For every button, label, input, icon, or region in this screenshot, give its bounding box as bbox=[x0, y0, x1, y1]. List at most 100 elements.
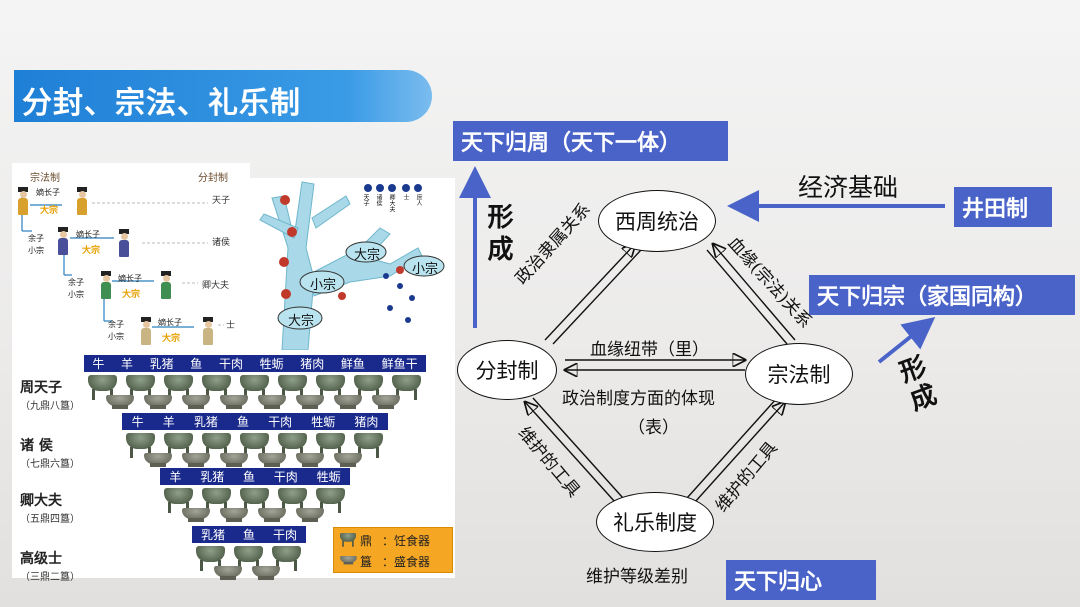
edge-biao: （表） bbox=[628, 418, 679, 438]
food-item: 乳猪 bbox=[200, 528, 225, 542]
node-liyue-label: 礼乐制度 bbox=[613, 511, 697, 535]
food-bar: 牛羊乳猪鱼干肉牲蛎猪肉鲜鱼鲜鱼干 bbox=[84, 355, 426, 372]
rank-sub-label: （七鼎六簋） bbox=[20, 459, 80, 470]
ding-vessel bbox=[240, 375, 269, 401]
title-banner: 分封、宗法、礼乐制 bbox=[14, 70, 432, 122]
ding-vessel bbox=[354, 433, 383, 459]
tree-dazong-label: 大宗 bbox=[288, 314, 315, 329]
food-bar: 牛羊乳猪鱼干肉牲蛎猪肉 bbox=[122, 413, 388, 430]
ding-vessel bbox=[278, 433, 307, 459]
gui-vessel bbox=[144, 395, 172, 409]
page-title: 分封、宗法、礼乐制 bbox=[22, 86, 301, 121]
box-tianxia-guixin: 天下归心 bbox=[726, 560, 876, 600]
tree-drawing bbox=[259, 181, 445, 350]
gui-vessel bbox=[372, 395, 400, 409]
food-item: 鱼 bbox=[190, 357, 203, 371]
box-tianxia-guizhou-text: 天下归周（天下一体） bbox=[461, 131, 682, 156]
person-icon bbox=[76, 187, 88, 215]
dizhangzi-label: 嫡长子 bbox=[158, 318, 182, 327]
ding-vessel bbox=[392, 375, 421, 401]
food-item: 羊 bbox=[162, 415, 175, 429]
gui-vessel bbox=[296, 395, 324, 409]
food-item: 猪肉 bbox=[354, 415, 379, 429]
dazong-label: 大宗 bbox=[162, 334, 181, 344]
ding-vessel bbox=[316, 375, 345, 401]
tree-dazong-label-2: 大宗 bbox=[354, 248, 381, 263]
ding-vessel bbox=[202, 375, 231, 401]
clan-tree-figure: 小宗 大宗 大宗 小宗 天子 诸侯 卿大夫 士 庶人 bbox=[250, 178, 455, 350]
ding-icon bbox=[340, 533, 356, 547]
node-fenfeng-label: 分封制 bbox=[475, 359, 539, 383]
col-fenfeng-label: 分封制 bbox=[198, 173, 228, 184]
gui-vessel bbox=[182, 508, 210, 522]
node-xizhou: 西周统治 bbox=[598, 190, 716, 252]
box-tianxia-guizong: 天下归宗（家国同构） bbox=[809, 275, 1075, 315]
gui-vessel bbox=[334, 395, 362, 409]
person-icon bbox=[160, 271, 172, 299]
gui-vessel bbox=[144, 453, 172, 467]
food-item: 乳猪 bbox=[193, 415, 218, 429]
food-item: 鱼 bbox=[242, 528, 255, 542]
tree-xiaozong-label-2: 小宗 bbox=[412, 262, 439, 277]
food-item: 干肉 bbox=[218, 357, 243, 371]
gui-vessel bbox=[220, 508, 248, 522]
rank-label: 高级士 bbox=[20, 551, 62, 567]
food-item: 干肉 bbox=[272, 528, 297, 542]
gui-icon bbox=[340, 556, 357, 565]
ding-vessel bbox=[278, 375, 307, 401]
food-item: 猪肉 bbox=[300, 357, 325, 371]
ding-vessel bbox=[164, 488, 193, 514]
rank-sub-label: （九鼎八簋） bbox=[20, 401, 80, 412]
food-item: 干肉 bbox=[273, 470, 298, 484]
ding-vessel bbox=[164, 375, 193, 401]
food-item: 牲蛎 bbox=[311, 415, 336, 429]
food-item: 鱼 bbox=[242, 470, 255, 484]
gui-vessel bbox=[252, 566, 280, 580]
node-liyue: 礼乐制度 bbox=[596, 492, 714, 552]
dazong-label: 大宗 bbox=[122, 290, 141, 300]
food-item: 牲蛎 bbox=[316, 470, 341, 484]
edge-rank-diff: 维护等级差别 bbox=[586, 567, 688, 587]
legend-gui-name: 簋 bbox=[360, 555, 373, 569]
rank-qingdafu: 卿大夫 bbox=[202, 281, 230, 291]
rank-sub-label: （三鼎二簋） bbox=[20, 572, 80, 583]
dazong-label: 大宗 bbox=[40, 206, 59, 216]
gui-vessel bbox=[214, 566, 242, 580]
node-zongfa: 宗法制 bbox=[745, 343, 853, 405]
food-item: 鲜鱼 bbox=[340, 357, 365, 371]
ding-vessel bbox=[126, 375, 155, 401]
tree-legend-shuren: 庶人 bbox=[415, 194, 422, 206]
gui-vessel bbox=[296, 508, 324, 522]
ding-vessel bbox=[240, 488, 269, 514]
edge-embody: 政治制度方面的体现 bbox=[562, 389, 715, 409]
person-icon bbox=[202, 317, 214, 345]
tree-xiaozong-label: 小宗 bbox=[310, 278, 337, 293]
ding-vessel bbox=[196, 546, 225, 572]
gui-vessel bbox=[106, 395, 134, 409]
food-item: 羊 bbox=[120, 357, 133, 371]
ding-vessel bbox=[316, 433, 345, 459]
node-fenfeng: 分封制 bbox=[457, 340, 557, 400]
ding-vessel bbox=[240, 433, 269, 459]
rank-zhuhou: 诸侯 bbox=[212, 238, 231, 248]
rank-shi: 士 bbox=[226, 321, 236, 331]
gui-vessel bbox=[296, 453, 324, 467]
ding-vessel bbox=[316, 488, 345, 514]
gui-vessel bbox=[258, 395, 286, 409]
food-bar: 羊乳猪鱼干肉牲蛎 bbox=[160, 468, 350, 485]
box-jingtian: 井田制 bbox=[954, 187, 1052, 227]
legend-ding-desc: ：饪食器 bbox=[382, 534, 431, 548]
dizhangzi-label: 嫡长子 bbox=[118, 274, 142, 283]
vessel-legend: 鼎 ：饪食器 簋 ：盛食器 bbox=[333, 527, 453, 573]
gui-vessel bbox=[258, 453, 286, 467]
node-zongfa-label: 宗法制 bbox=[767, 363, 831, 387]
tree-legend-qingdafu: 卿大夫 bbox=[388, 194, 395, 212]
rank-sub-label: （五鼎四簋） bbox=[20, 514, 80, 525]
food-item: 乳猪 bbox=[149, 357, 174, 371]
ding-vessel bbox=[88, 375, 117, 401]
gui-vessel bbox=[334, 453, 362, 467]
ding-vessel bbox=[202, 433, 231, 459]
genealogy-figure: 宗法制 分封制 天子 诸侯 卿大夫 士 嫡长子 大宗 余子 小宗 嫡长子 大宗 … bbox=[12, 163, 250, 353]
formed-left-label: 形成 bbox=[483, 203, 513, 267]
gui-vessel bbox=[182, 453, 210, 467]
